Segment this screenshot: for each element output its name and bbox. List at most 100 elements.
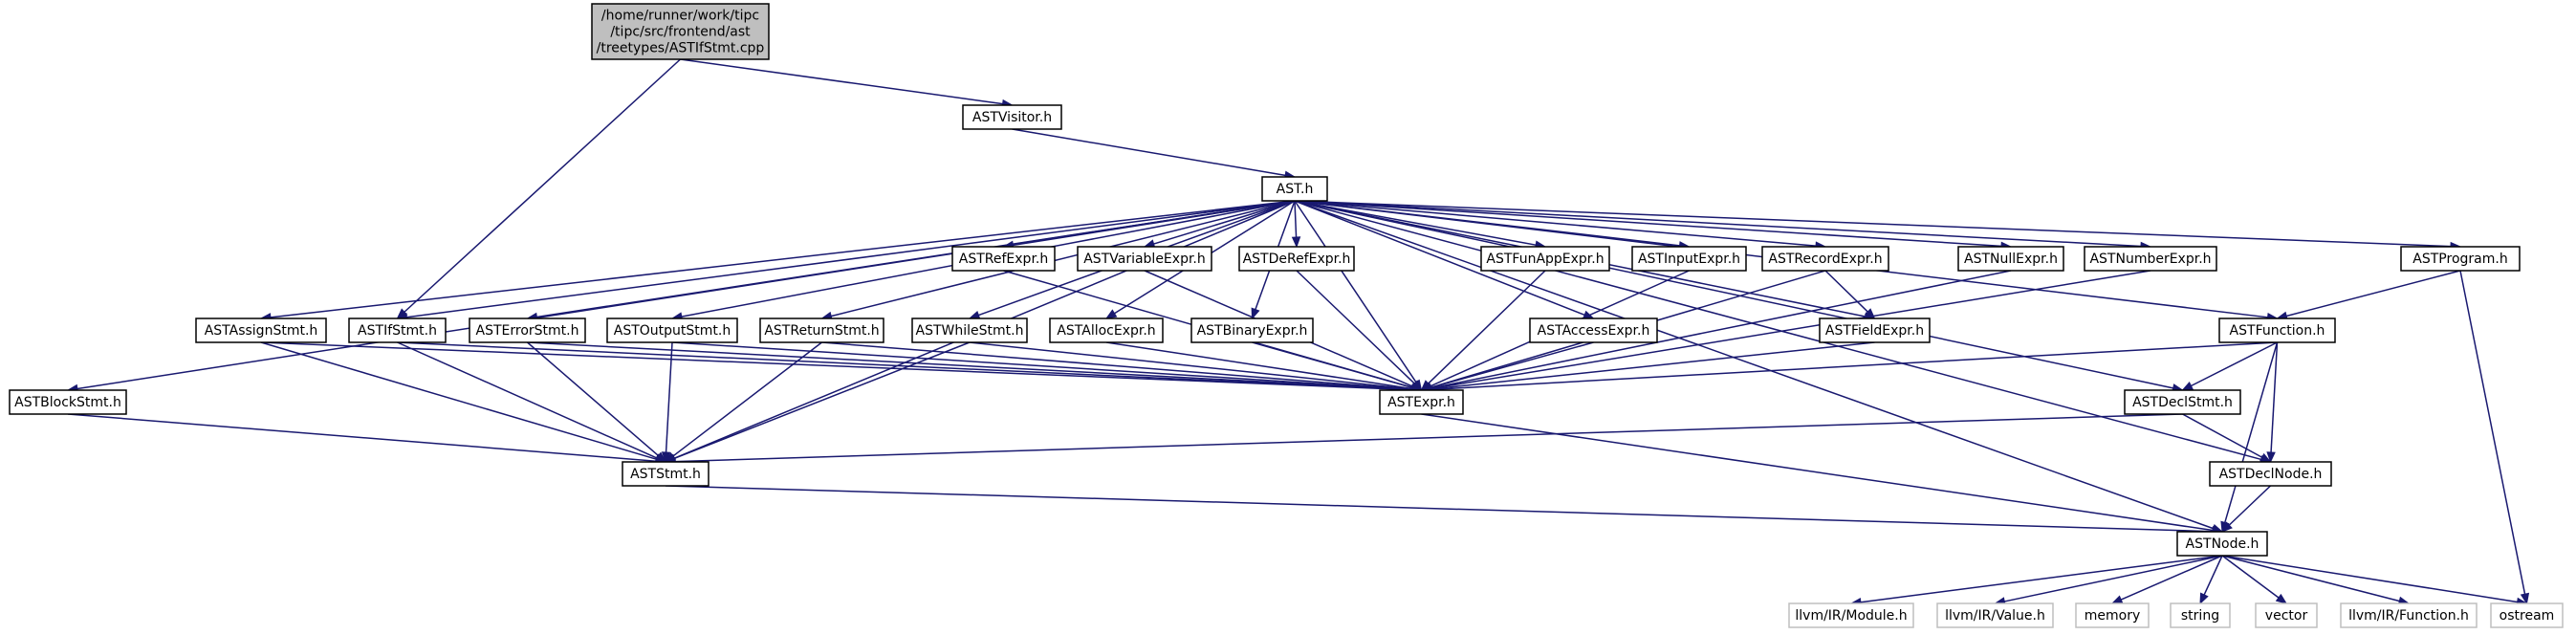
edge-astprogram-to-ostream	[2459, 270, 2530, 605]
node-box	[2176, 531, 2268, 557]
node-box	[951, 246, 1056, 272]
edge-line	[2120, 555, 2223, 601]
node-astref-expr[interactable]: ASTRefExpr.h	[951, 246, 1056, 272]
node-label: llvm/IR/Function.h	[2348, 608, 2469, 624]
arrowhead-icon	[2181, 382, 2194, 391]
edge-line	[260, 341, 657, 460]
node-astassign-stmt[interactable]: ASTAssignStmt.h	[195, 318, 327, 343]
edge-line	[76, 200, 1296, 390]
node-astalloc-expr[interactable]: ASTAllocExpr.h	[1049, 318, 1164, 343]
edge-line	[2224, 341, 2279, 523]
node-box	[759, 318, 884, 343]
node-astvariable-expr[interactable]: ASTVariableExpr.h	[1077, 246, 1212, 272]
edge-line	[2182, 413, 2263, 458]
node-box	[348, 318, 447, 343]
node-astrecord-expr[interactable]: ASTRecordExpr.h	[1761, 246, 1889, 272]
node-astfield-expr[interactable]: ASTFieldExpr.h	[1819, 318, 1931, 343]
edge-line	[1294, 200, 2214, 530]
node-label: /treetypes/ASTIfStmt.cpp	[597, 41, 765, 56]
node-box	[2209, 461, 2332, 487]
node-asterror-stmt[interactable]: ASTErrorStmt.h	[469, 318, 586, 343]
edge-astprogram-to-astfunction	[2276, 270, 2461, 320]
node-astoutput-stmt[interactable]: ASTOutputStmt.h	[606, 318, 738, 343]
edge-line	[270, 200, 1296, 318]
node-box	[469, 318, 586, 343]
node-label: AST.h	[1277, 182, 1314, 197]
node-box	[1957, 246, 2064, 272]
edge-line	[1430, 341, 1875, 390]
node-astdecl-node[interactable]: ASTDeclNode.h	[2209, 461, 2332, 487]
node-ast[interactable]: AST.h	[1261, 176, 1328, 202]
node-astaccess-expr[interactable]: ASTAccessExpr.h	[1529, 318, 1658, 343]
node-astprogram[interactable]: ASTProgram.h	[2400, 246, 2521, 272]
node-string: string	[2170, 602, 2231, 628]
node-box	[195, 318, 327, 343]
node-astinput-expr[interactable]: ASTInputExpr.h	[1631, 246, 1747, 272]
node-box	[1631, 246, 1747, 272]
node-astnull-expr[interactable]: ASTNullExpr.h	[1957, 246, 2064, 272]
node-astexpr[interactable]: ASTExpr.h	[1379, 389, 1464, 415]
edge-astfunction-to-astexpr	[1420, 341, 2278, 395]
node-astnode[interactable]: ASTNode.h	[2176, 531, 2268, 557]
node-astfun-app-expr[interactable]: ASTFunAppExpr.h	[1480, 246, 1610, 272]
node-astnumber-expr[interactable]: ASTNumberExpr.h	[2084, 246, 2217, 272]
node-label: ASTNullExpr.h	[1964, 252, 2058, 267]
edge-line	[2203, 555, 2223, 596]
node-label: ASTFunction.h	[2230, 323, 2325, 339]
edge-astassign-stmt-to-aststmt	[260, 341, 667, 464]
edge-astnode-to-string	[2199, 555, 2223, 605]
edge-astfunction-to-astdecl-node	[2266, 341, 2279, 464]
edge-astdecl-stmt-to-astdecl-node	[2182, 413, 2272, 463]
edge-line	[1824, 270, 1868, 313]
node-label: ASTRefExpr.h	[959, 252, 1048, 267]
node-astblock-stmt[interactable]: ASTBlockStmt.h	[9, 389, 127, 415]
node-box	[2084, 246, 2217, 272]
node-astbinary-expr[interactable]: ASTBinaryExpr.h	[1190, 318, 1314, 343]
node-astfunction[interactable]: ASTFunction.h	[2218, 318, 2336, 343]
node-vector: vector	[2255, 602, 2318, 628]
node-box	[2255, 602, 2318, 628]
node-root[interactable]: /home/runner/work/tipc/tipc/src/frontend…	[591, 3, 770, 60]
node-box	[2400, 246, 2521, 272]
node-astdecl-stmt[interactable]: ASTDeclStmt.h	[2124, 389, 2241, 415]
edge-root-to-astif-stmt	[396, 58, 682, 319]
node-astreturn-stmt[interactable]: ASTReturnStmt.h	[759, 318, 884, 343]
edge-line	[406, 200, 1296, 318]
node-aststmt[interactable]: ASTStmt.h	[622, 461, 709, 487]
node-box	[1077, 246, 1212, 272]
node-llvm-module: llvm/IR/Module.h	[1788, 602, 1914, 628]
node-label: ASTStmt.h	[630, 467, 701, 482]
edge-line	[67, 413, 657, 462]
edge-line	[1430, 270, 2012, 389]
node-label: ASTRecordExpr.h	[1768, 252, 1882, 267]
node-astde-ref-expr[interactable]: ASTDeRefExpr.h	[1238, 246, 1355, 272]
edge-root-to-astvisitor	[680, 58, 1014, 109]
edge-astvisitor-to-ast	[1012, 128, 1297, 180]
edge-line	[2221, 555, 2280, 599]
node-box	[591, 3, 770, 60]
node-label: ASTFieldExpr.h	[1825, 323, 1924, 339]
edge-astfunction-to-astnode	[2220, 341, 2279, 534]
node-label: llvm/IR/Module.h	[1795, 608, 1907, 624]
edge-line	[1428, 270, 1546, 384]
edge-asterror-stmt-to-astexpr	[527, 341, 1423, 395]
node-box	[1788, 602, 1914, 628]
edge-ast-to-astprogram	[1294, 200, 2462, 252]
node-astvisitor[interactable]: ASTVisitor.h	[962, 104, 1062, 130]
edge-line	[1294, 200, 2002, 248]
edge-line	[1294, 200, 1417, 383]
node-astwhile-stmt[interactable]: ASTWhileStmt.h	[911, 318, 1028, 343]
node-label: ASTExpr.h	[1387, 395, 1455, 410]
node-label: ASTInputExpr.h	[1638, 252, 1740, 267]
edge-aststmt-to-astnode	[665, 485, 2224, 536]
edge-line	[1860, 555, 2223, 603]
edge-astrecord-expr-to-astfield-expr	[1824, 270, 1876, 319]
edge-line	[1012, 128, 1286, 177]
arrowhead-icon	[1104, 309, 1118, 319]
edge-line	[672, 341, 822, 457]
arrowhead-icon	[2520, 592, 2530, 605]
edge-astassign-stmt-to-astexpr	[260, 341, 1423, 395]
node-astif-stmt[interactable]: ASTIfStmt.h	[348, 318, 447, 343]
edge-line	[665, 341, 673, 453]
node-label: ASTAllocExpr.h	[1057, 323, 1155, 339]
